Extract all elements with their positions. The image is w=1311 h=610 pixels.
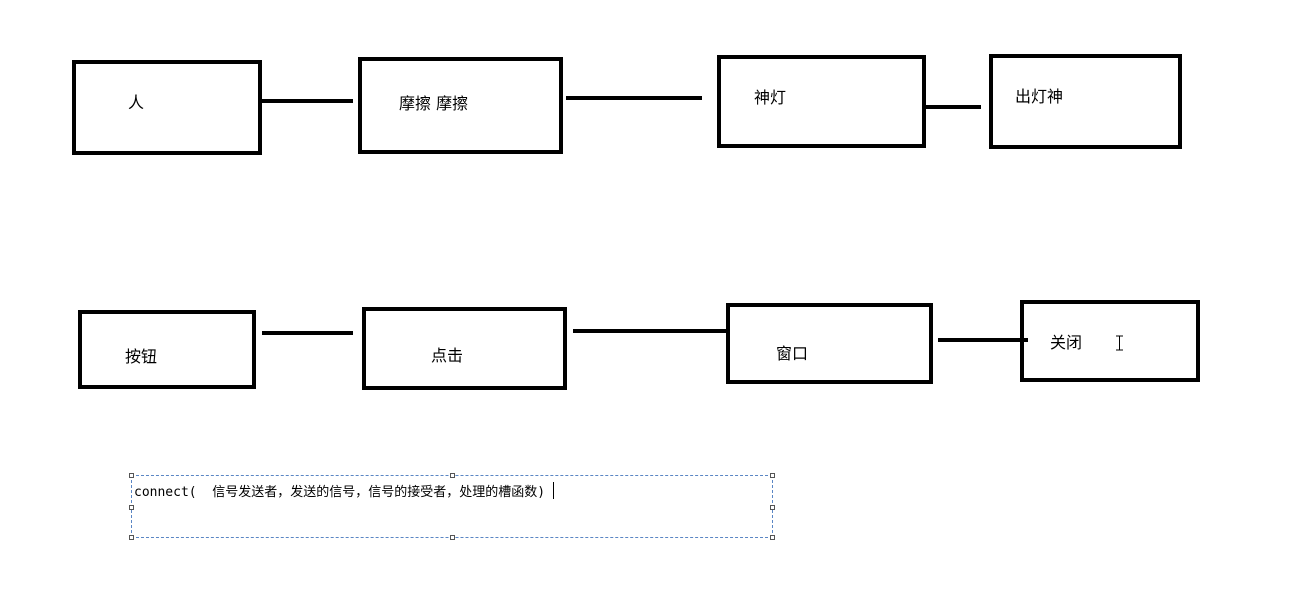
text-box[interactable]: connect( 信号发送者，发送的信号，信号的接受者，处理的槽函数): [129, 473, 775, 540]
box-click-label: 点击: [431, 346, 464, 365]
box-window[interactable]: 窗口: [726, 303, 933, 384]
box-rub[interactable]: 摩擦 摩擦: [358, 57, 563, 154]
resize-handle-top-right[interactable]: [770, 473, 775, 478]
box-window-label: 窗口: [776, 344, 809, 363]
resize-handle-bottom-left[interactable]: [129, 535, 134, 540]
resize-handle-middle-left[interactable]: [129, 505, 134, 510]
box-genie[interactable]: 出灯神: [989, 54, 1182, 149]
text-cursor-icon: [1116, 335, 1123, 351]
connector-person-rub: [262, 99, 353, 103]
box-rub-label: 摩擦 摩擦: [399, 94, 469, 113]
box-magic-lamp-label: 神灯: [754, 88, 787, 107]
connector-click-window: [573, 329, 726, 333]
box-close[interactable]: 关闭: [1020, 300, 1200, 382]
box-close-label: 关闭: [1050, 333, 1083, 352]
resize-handle-top-left[interactable]: [129, 473, 134, 478]
connector-button-click: [262, 331, 353, 335]
resize-handle-top-middle[interactable]: [450, 473, 455, 478]
box-click[interactable]: 点击: [362, 307, 567, 390]
box-genie-label: 出灯神: [1015, 87, 1064, 106]
box-button-label: 按钮: [125, 347, 158, 366]
box-magic-lamp[interactable]: 神灯: [717, 55, 926, 148]
resize-handle-middle-right[interactable]: [770, 505, 775, 510]
resize-handle-bottom-middle[interactable]: [450, 535, 455, 540]
box-person[interactable]: 人: [72, 60, 262, 155]
resize-handle-bottom-right[interactable]: [770, 535, 775, 540]
box-person-label: 人: [128, 93, 145, 112]
connector-rub-lamp: [566, 96, 702, 100]
text-caret: [553, 482, 555, 499]
text-box-content[interactable]: connect( 信号发送者，发送的信号，信号的接受者，处理的槽函数): [134, 481, 555, 500]
connector-window-close: [938, 338, 1028, 342]
connector-lamp-genie: [922, 105, 981, 109]
connect-signature-text: connect( 信号发送者，发送的信号，信号的接受者，处理的槽函数): [134, 485, 546, 500]
box-button[interactable]: 按钮: [78, 310, 256, 389]
